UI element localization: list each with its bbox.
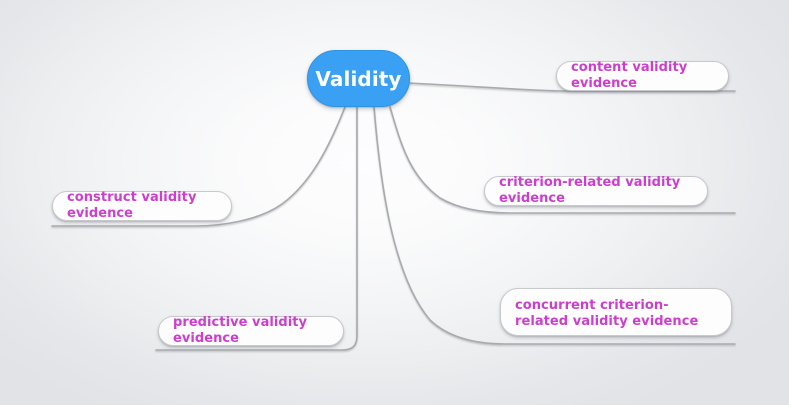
connector-criterion	[389, 106, 736, 214]
connector-construct	[51, 106, 346, 227]
node-label: criterion-related validity evidence	[499, 175, 681, 206]
connector-concurrent	[373, 106, 736, 345]
node-construct-validity-evidence[interactable]: construct validity evidence	[52, 190, 232, 221]
root-node-label: Validity	[315, 66, 402, 91]
node-label: construct validity evidence	[67, 190, 197, 221]
connector-predictive	[155, 106, 358, 351]
node-concurrent-criterion-related-validity-evidence[interactable]: concurrent criterion-related validity ev…	[500, 288, 732, 336]
root-node-validity[interactable]: Validity	[307, 50, 410, 107]
node-label: predictive validity evidence	[173, 315, 308, 346]
node-label: concurrent criterion-related validity ev…	[515, 298, 699, 329]
connector-content	[408, 82, 736, 92]
node-predictive-validity-evidence[interactable]: predictive validity evidence	[158, 315, 344, 346]
node-label: content validity evidence	[571, 60, 688, 91]
node-content-validity-evidence[interactable]: content validity evidence	[556, 60, 729, 91]
node-criterion-related-validity-evidence[interactable]: criterion-related validity evidence	[484, 175, 708, 206]
